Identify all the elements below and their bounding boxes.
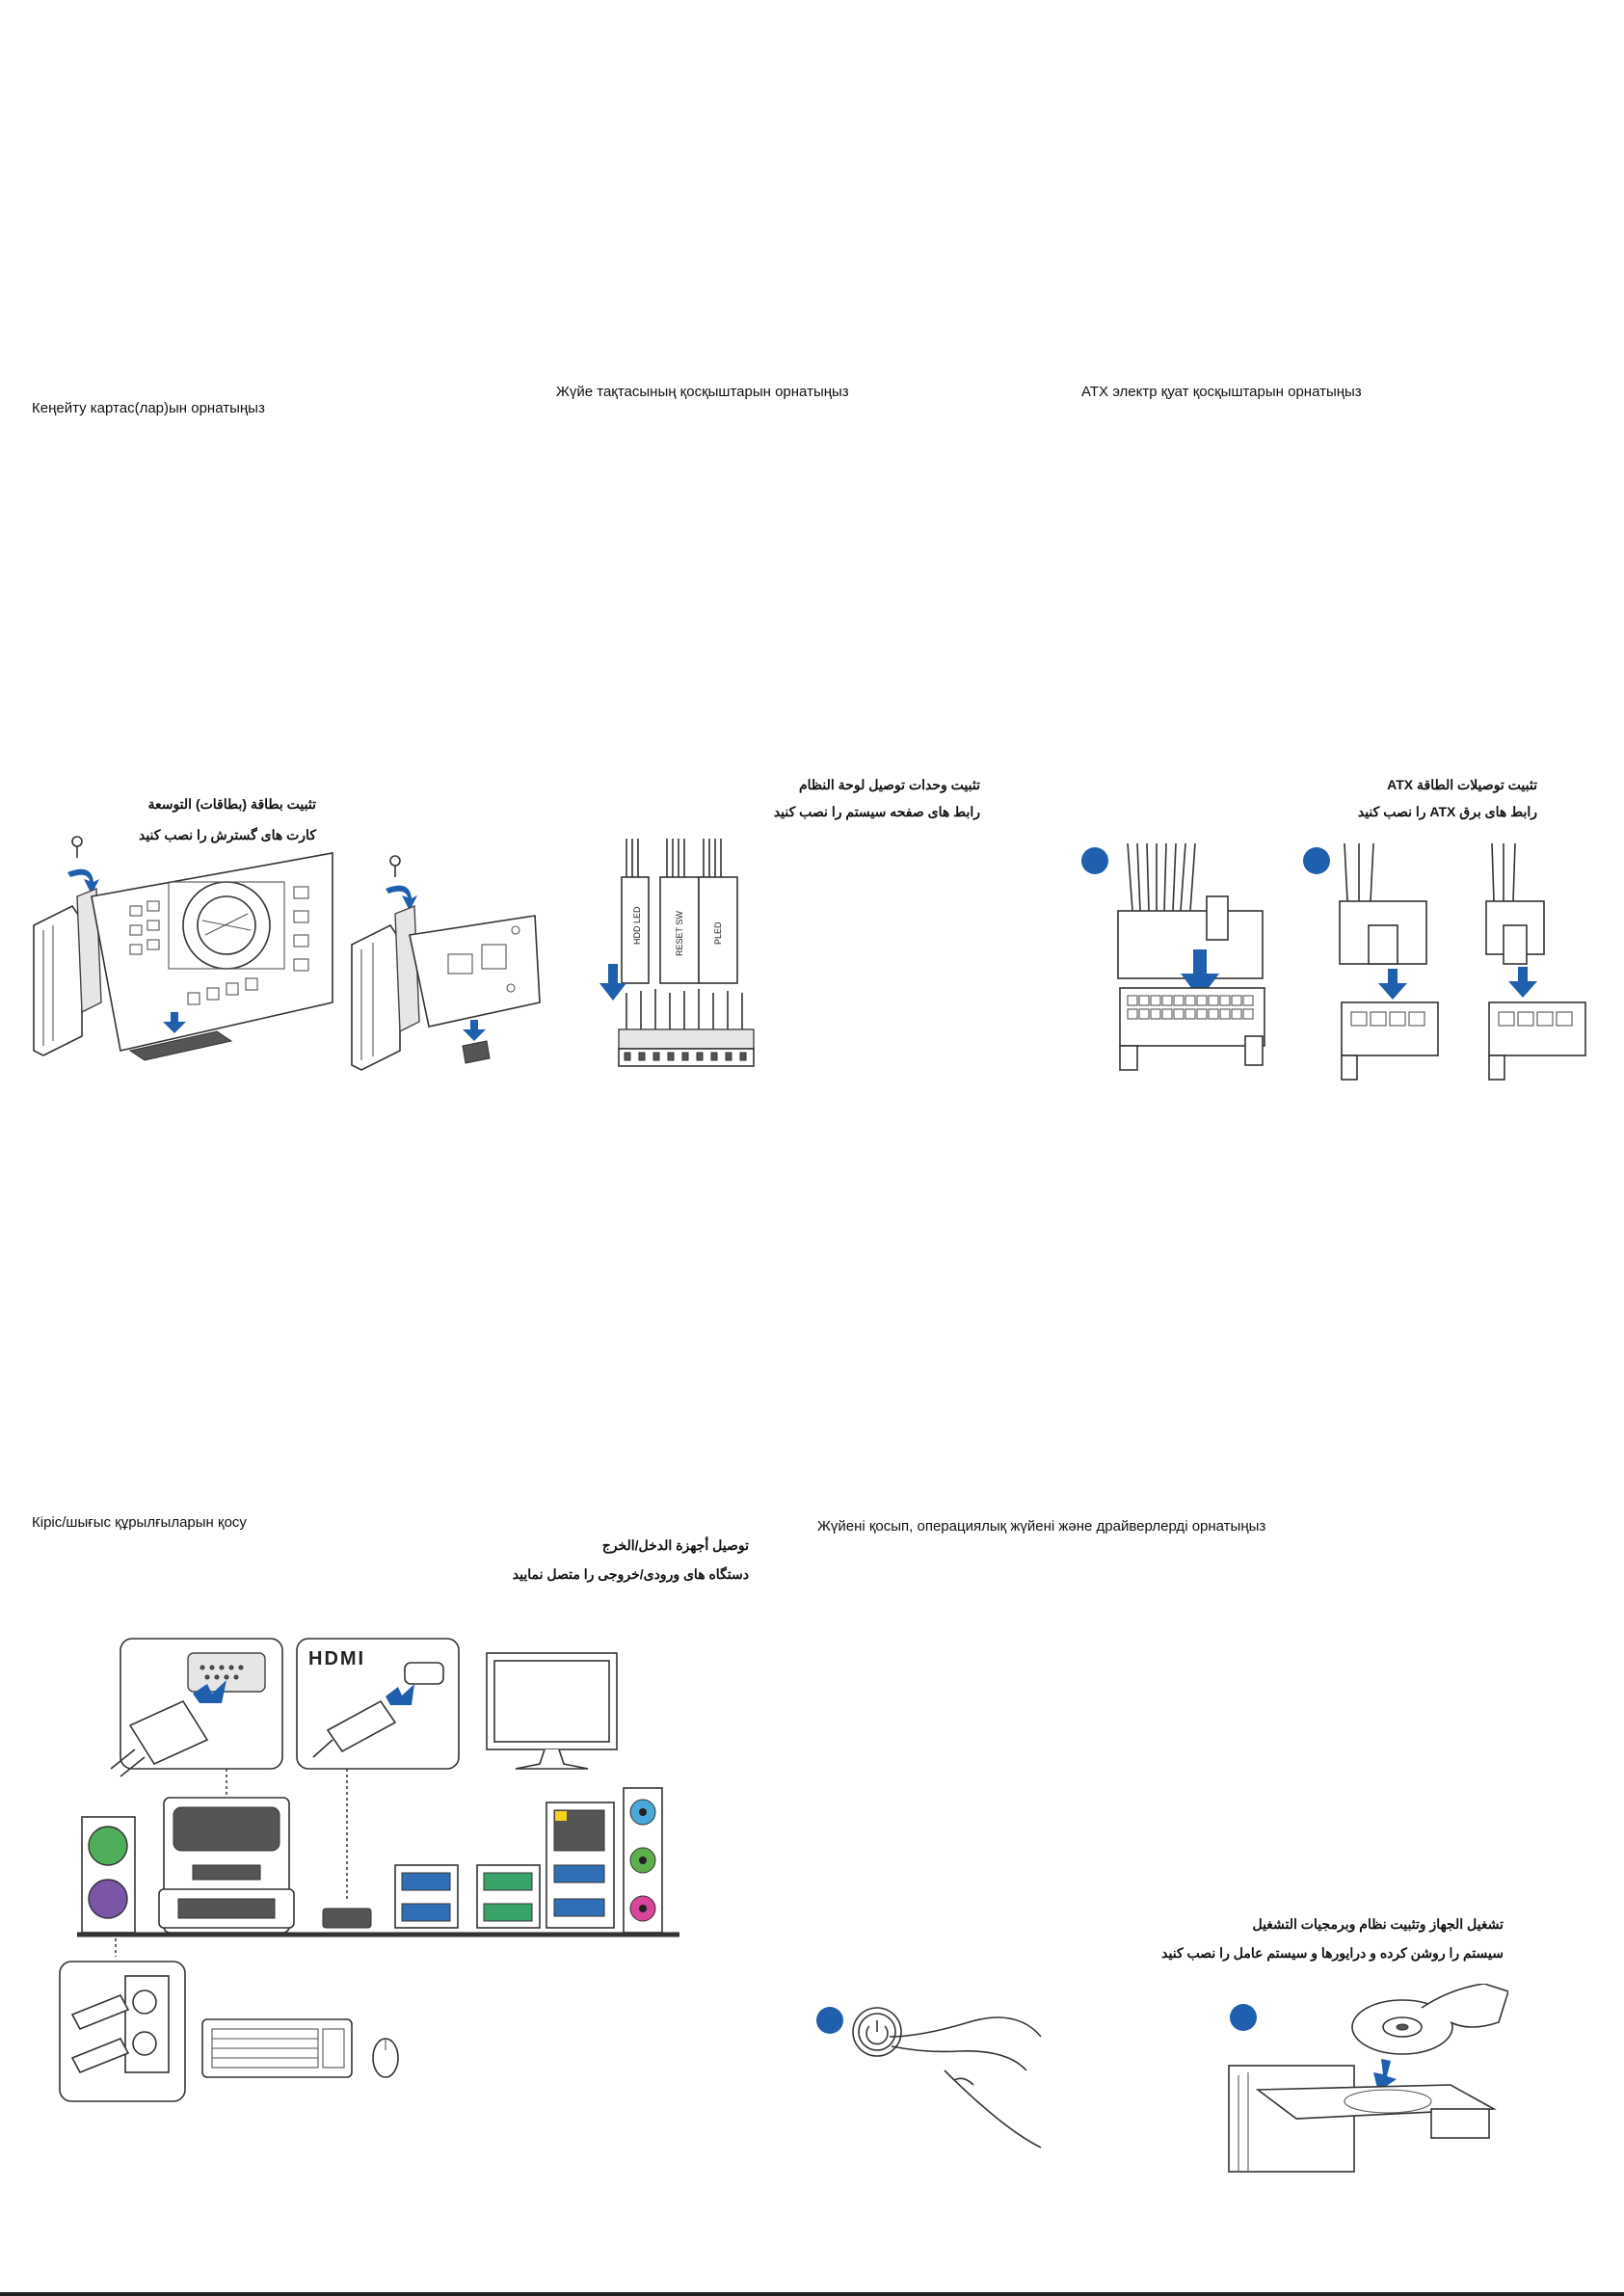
curved-arrow-icon xyxy=(386,885,417,911)
usb3-port xyxy=(401,1872,451,1891)
disc-icon xyxy=(1351,1999,1453,2055)
down-arrow-icon xyxy=(1373,2059,1397,2092)
pin-label-hdd: HDD LED xyxy=(632,906,642,945)
atx-illustration xyxy=(1081,843,1586,1081)
pin-label-pled: PLED xyxy=(713,921,723,945)
ps2-mouse-port xyxy=(88,1879,128,1919)
arrow-icon xyxy=(193,1680,226,1703)
hdmi-logo: HDMI xyxy=(308,1648,365,1669)
power-icon xyxy=(852,2007,902,2057)
screw-icon xyxy=(71,836,83,858)
monitor-icon xyxy=(486,1652,618,1770)
down-arrow-icon xyxy=(1378,969,1407,1000)
step-badge xyxy=(1081,847,1108,874)
arrow-icon xyxy=(386,1684,414,1705)
expansion-fa-title: کارت های گسترش را نصب کنید xyxy=(138,827,316,842)
usb3-port xyxy=(553,1898,605,1917)
system-panel-ar-title: تثبيت وحدات توصيل لوحة النظام xyxy=(798,777,980,792)
atx-fa-title: رابط های برق ATX را نصب کنید xyxy=(1357,804,1537,819)
expansion-ar-title: تثبيت بطاقة (بطاقات) التوسعة xyxy=(147,796,316,812)
mouse-icon xyxy=(372,2038,399,2078)
power-on-illustration xyxy=(816,2007,1042,2149)
down-arrow-icon xyxy=(1181,949,1219,1000)
curved-arrow-icon xyxy=(67,868,99,894)
usb-port xyxy=(483,1872,533,1891)
screw-icon xyxy=(389,855,401,877)
step-badge xyxy=(1230,2004,1257,2031)
system-panel-fa-title: رابط های صفحه سیستم را نصب کنید xyxy=(773,804,980,819)
pin-label-reset: RESET SW xyxy=(675,911,684,956)
io-title: Кіріс/шығыс құрылғыларын қосу xyxy=(32,1514,247,1531)
system-panel-title: Жүйе тақтасының қосқыштарын орнатыңыз xyxy=(556,384,849,400)
power-on-ar-title: تشغيل الجهاز وتثبيت نظام وبرمجيات التشغي… xyxy=(1252,1916,1504,1932)
page-bottom-rule xyxy=(0,2292,1624,2296)
down-arrow-icon xyxy=(463,1020,486,1041)
io-fa-title: دستگاه های ورودی/خروجی را متصل نمایید xyxy=(512,1566,749,1582)
expansion-card-illustration xyxy=(33,836,541,1071)
down-arrow-icon xyxy=(599,964,626,1001)
down-arrow-icon xyxy=(1508,967,1537,998)
usb-port xyxy=(483,1903,533,1922)
down-arrow-icon xyxy=(163,1012,186,1033)
io-ar-title: توصيل أجهزة الدخل/الخرج xyxy=(601,1537,749,1553)
step-badge xyxy=(816,2007,843,2034)
system-panel-illustration: HDD LED RESET SW PLED xyxy=(599,839,755,1067)
step-badge xyxy=(1303,847,1330,874)
keyboard-icon xyxy=(201,2018,353,2078)
atx-title: ATX электр қуат қосқыштарын орнатыңыз xyxy=(1081,384,1362,400)
atx-ar-title: تثبيت توصيلات الطاقة ATX xyxy=(1387,777,1537,792)
power-on-fa-title: سیستم را روشن کرده و درایورها و سیستم عا… xyxy=(1161,1945,1504,1961)
io-illustration: HDMI xyxy=(59,1638,679,2102)
ps2-keyboard-port xyxy=(88,1826,128,1866)
expansion-title: Кеңейту картас(лар)ын орнатыңыз xyxy=(32,400,265,416)
os-install-illustration xyxy=(1228,1984,1508,2173)
power-on-title: Жүйені қосып, операциялық жүйені және др… xyxy=(817,1518,1266,1535)
usb3-port xyxy=(553,1864,605,1883)
usb3-port xyxy=(401,1903,451,1922)
